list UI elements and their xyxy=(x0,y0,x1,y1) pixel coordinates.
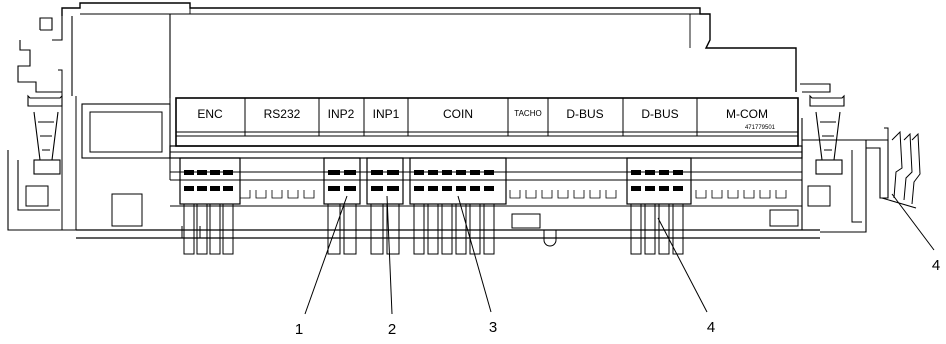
right-mounting-clip xyxy=(800,83,921,233)
header-enc xyxy=(179,157,241,255)
connector-label-coin: COIN xyxy=(443,107,473,121)
callout-2: 2 xyxy=(388,321,396,338)
connector-label-dbus-1: D-BUS xyxy=(566,107,603,121)
connector-label-dbus-2: D-BUS xyxy=(641,107,678,121)
connector-label-tacho: TACHO xyxy=(514,109,541,118)
callout-1: 1 xyxy=(295,321,303,338)
connector-label-enc: ENC xyxy=(197,107,223,121)
header-inp2 xyxy=(323,157,361,255)
callout-4-bracket: 4 xyxy=(932,257,940,274)
part-number: 471779501 xyxy=(745,125,776,131)
callout-3: 3 xyxy=(489,319,497,336)
connector-label-rs232: RS232 xyxy=(264,107,301,121)
callout-leaders xyxy=(304,193,935,315)
connector-label-inp2: INP2 xyxy=(328,107,355,121)
board-body xyxy=(76,145,820,247)
label-strip: ENC RS232 INP2 INP1 COIN TACHO D-BUS D-B… xyxy=(175,97,799,147)
header-dbus xyxy=(626,157,692,255)
connector-label-mcom: M-COM xyxy=(726,107,768,121)
connector-label-inp1: INP1 xyxy=(373,107,400,121)
housing-cover xyxy=(39,2,797,98)
left-mounting-clip xyxy=(7,40,171,231)
header-coin xyxy=(409,157,507,255)
header-inp1 xyxy=(366,157,404,255)
callout-4-dbus: 4 xyxy=(707,319,715,336)
